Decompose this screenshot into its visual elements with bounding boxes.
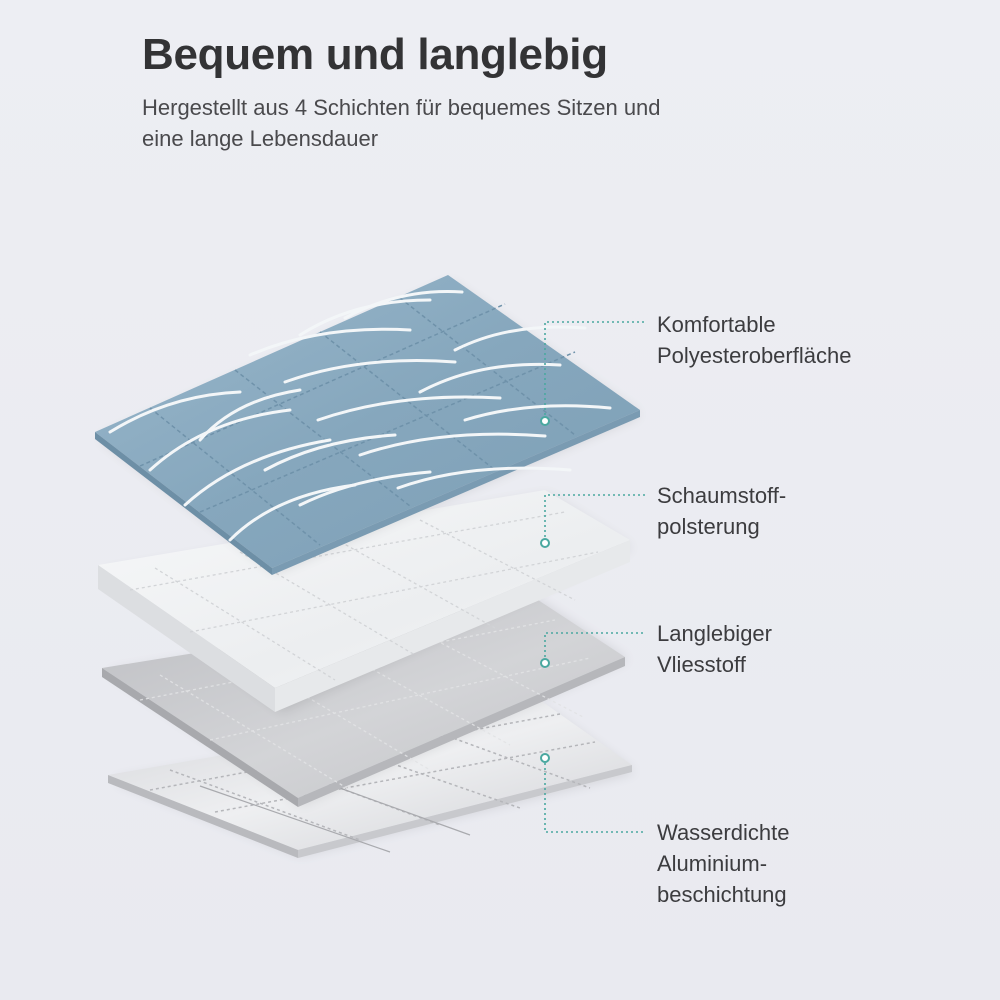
page-title: Bequem und langlebig — [142, 30, 608, 79]
subtitle-line-2: eine lange Lebensdauer — [142, 126, 379, 151]
layer-label-line: Komfortable — [657, 312, 776, 337]
callout-dot-aluminium — [540, 753, 550, 763]
layer-label-polyester: Komfortable Polyesteroberfläche — [657, 309, 851, 371]
callout-line-foam — [544, 494, 645, 542]
layer-label-line: Polyesteroberfläche — [657, 343, 852, 368]
callout-dot-fleece — [540, 658, 550, 668]
callout-dot-foam — [540, 538, 550, 548]
foam-layer — [98, 490, 632, 712]
layer-label-line: Wasserdichte — [657, 820, 790, 845]
callout-dots — [540, 416, 550, 763]
layer-label-line: Schaumstoff- — [657, 483, 787, 508]
callout-dot-polyester — [540, 416, 550, 426]
callout-lines — [544, 321, 645, 833]
page-subtitle: Hergestellt aus 4 Schichten für bequemes… — [142, 92, 822, 154]
subtitle-line-1: Hergestellt aus 4 Schichten für bequemes… — [142, 95, 661, 120]
callout-line-fleece — [544, 632, 645, 662]
callout-line-aluminium — [544, 758, 645, 833]
layer-label-aluminium: Wasserdichte Aluminium- beschichtung — [657, 817, 789, 910]
layer-label-line: Aluminium- — [657, 851, 768, 876]
layer-label-line: Vliesstoff — [657, 652, 746, 677]
layer-label-fleece: Langlebiger Vliesstoff — [657, 618, 772, 680]
layer-label-line: beschichtung — [657, 882, 787, 907]
polyester-layer — [95, 275, 640, 575]
layer-label-line: polsterung — [657, 514, 760, 539]
layer-label-line: Langlebiger — [657, 621, 772, 646]
layer-label-foam: Schaumstoff- polsterung — [657, 480, 786, 542]
